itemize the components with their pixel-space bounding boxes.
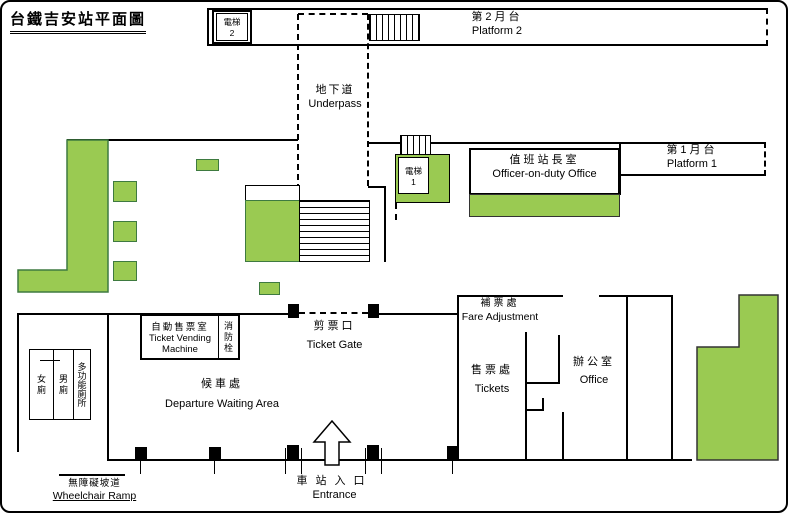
main-stairs-icon	[299, 200, 370, 262]
office-block-right-wall	[671, 295, 673, 461]
restroom-accessible: 多功能廁所	[76, 362, 87, 407]
bench	[113, 181, 137, 202]
platform1-top-wall	[369, 142, 765, 144]
restroom-door-line	[40, 360, 60, 361]
fire-hydrant-label: 消防栓	[223, 320, 233, 354]
counter-wall-v2	[558, 335, 560, 384]
outer-wall-left	[17, 313, 19, 452]
platform1-bottom-wall	[620, 174, 765, 176]
fare-adjustment-label: 補票處 Fare Adjustment	[461, 298, 539, 323]
door-frame-line	[452, 461, 453, 474]
elevator2-box: 電梯 2	[216, 13, 248, 41]
officer-office-label: 值班站長室 Officer-on-duty Office	[492, 154, 597, 180]
bench	[113, 261, 137, 281]
stairs-side-wall-top	[368, 186, 386, 188]
elevator1-box: 電梯 1	[398, 157, 429, 194]
left-green-block	[17, 139, 109, 293]
door-frame-line	[140, 461, 141, 474]
office-label: 辦公室 Office	[573, 356, 615, 386]
bench	[196, 159, 219, 171]
door-post	[367, 445, 379, 460]
door-frame-line	[301, 448, 302, 474]
entrance-label: 車站入口 Entrance	[296, 475, 373, 501]
restroom-men: 男廁	[53, 350, 74, 419]
platform2-continuation-dash	[766, 8, 768, 46]
bench	[259, 282, 280, 295]
counter-wall-h	[525, 382, 560, 384]
restroom-women: 女廁	[36, 373, 46, 396]
platform1-label: 第1月台 Platform 1	[666, 144, 718, 170]
officer-office-room	[469, 148, 620, 195]
office-block-top-wall-2	[599, 295, 673, 297]
platform1-stairs-icon	[400, 135, 431, 155]
door-post	[135, 447, 147, 461]
door-frame-line	[214, 461, 215, 474]
ticket-gate-post	[288, 304, 299, 318]
door-frame-line	[381, 448, 382, 474]
wheelchair-ramp-line	[59, 474, 125, 476]
office-corridor-wall	[562, 412, 564, 461]
ticket-gate-post	[368, 304, 379, 318]
stairs-side-wall	[384, 186, 386, 262]
right-green-block	[696, 294, 779, 461]
underpass-label: 地下道 Underpass	[308, 84, 362, 110]
door-post	[209, 447, 221, 461]
front-wall	[107, 459, 692, 461]
office-wall-inner	[626, 295, 628, 461]
ticket-vending-room: 自動售票室 Ticket Vending Machine 消防栓	[140, 314, 240, 360]
counter-wall-v	[525, 332, 527, 461]
door-post	[447, 446, 459, 460]
office-block-top-wall-1	[457, 295, 563, 297]
ticket-vending-label: 自動售票室 Ticket Vending Machine	[149, 322, 211, 355]
underpass-wall-right	[367, 14, 369, 186]
door-frame-line	[365, 448, 366, 474]
platform2-label: 第2月台 Platform 2	[471, 11, 523, 37]
concourse-wall-right	[379, 313, 457, 315]
officer-office-counter	[469, 194, 620, 217]
fire-hydrant: 消防栓	[218, 316, 238, 358]
bench	[113, 221, 137, 242]
counter-door-sill	[525, 409, 544, 411]
wheelchair-ramp-label: 無障礙坡道 Wheelchair Ramp	[52, 478, 137, 502]
wall-top-left	[67, 139, 298, 141]
waiting-area-label: 候車處 Departure Waiting Area	[165, 378, 279, 410]
elevator2-label: 電梯	[223, 17, 241, 27]
ticket-gate-label: 剪票口 Ticket Gate	[306, 320, 363, 351]
counter-door-jamb	[542, 398, 544, 411]
platform2-stairs-icon	[369, 14, 420, 41]
page-title: 台鐵吉安站平面圖	[10, 8, 147, 34]
underpass-wall-left	[297, 14, 299, 200]
platform1-continuation-dash	[764, 142, 766, 176]
stairs-landing	[245, 185, 300, 201]
waiting-area-left-wall	[107, 313, 109, 461]
stairs-ramp-green	[245, 200, 300, 262]
tickets-label: 售票處 Tickets	[471, 364, 513, 395]
restrooms: 女廁 男廁 多功能廁所	[29, 349, 91, 420]
door-post	[287, 445, 299, 460]
door-frame-line	[285, 448, 286, 474]
office-block-left-wall	[457, 295, 459, 461]
underpass-wall-top	[298, 13, 368, 15]
elevator1-dash	[395, 203, 397, 220]
ticket-gate-dash	[299, 312, 368, 314]
platform1-left-wall	[619, 142, 621, 195]
entrance-arrow-icon	[312, 420, 352, 466]
elevator1-label: 電梯	[404, 165, 422, 176]
